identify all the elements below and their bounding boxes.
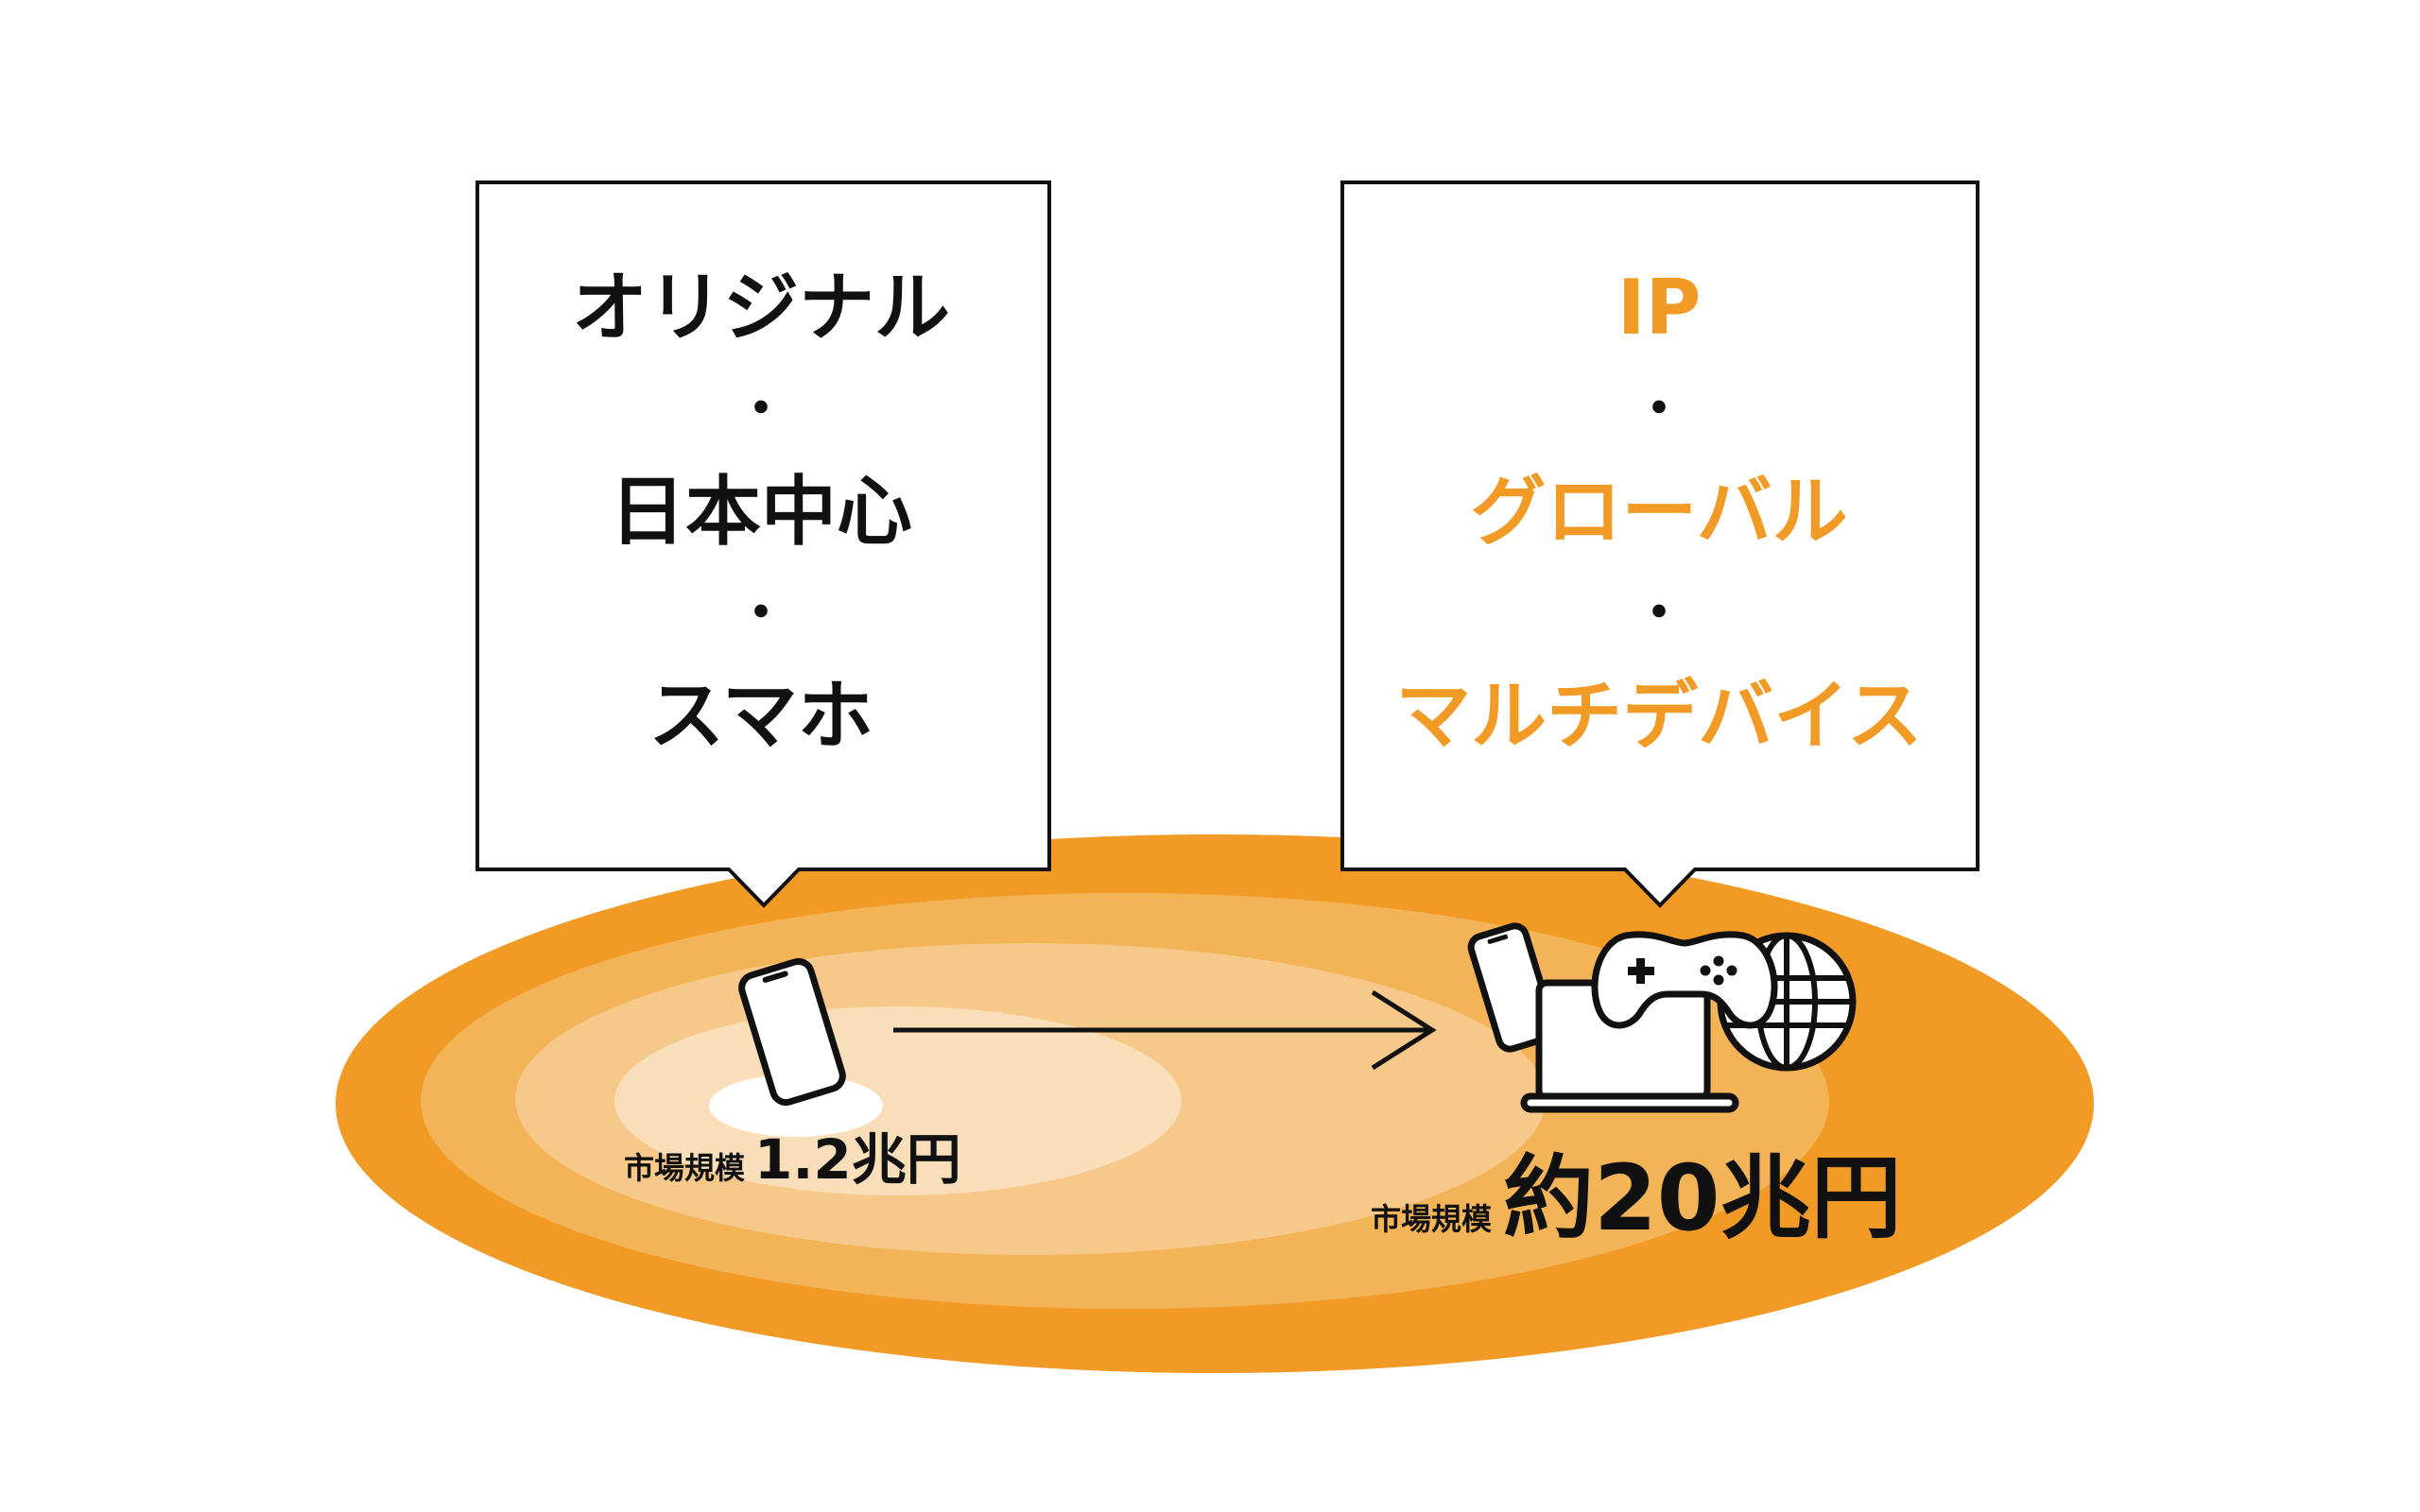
center-ellipse xyxy=(709,1074,883,1137)
left-market-label: 市場規模 xyxy=(624,1150,746,1186)
smartphone-icon xyxy=(738,957,846,1107)
right-separator-2: ・ xyxy=(1633,583,1685,644)
right-market-value: 約20兆円 xyxy=(1503,1145,1902,1251)
right-callout-text: IP ・ グローバル ・ マルチデバイス xyxy=(1342,257,1976,767)
gamepad-icon xyxy=(1591,931,1778,1029)
right-callout xyxy=(1340,180,1979,908)
device-cluster xyxy=(1467,922,1857,1113)
left-callout xyxy=(475,180,1051,908)
right-separator-1: ・ xyxy=(1633,379,1685,440)
left-callout-text: オリジナル ・ 日本中心 ・ スマホ xyxy=(477,257,1045,767)
arrow-right-icon xyxy=(893,989,1437,1071)
left-separator-1: ・ xyxy=(735,379,787,440)
right-market-label: 市場規模 xyxy=(1371,1201,1493,1237)
laptop-icon xyxy=(1520,979,1739,1113)
left-line-japan: 日本中心 xyxy=(610,468,912,556)
market-ellipses xyxy=(336,834,2094,1373)
right-market-size: 市場規模約20兆円 xyxy=(1371,1125,1902,1256)
smartphone-icon xyxy=(1467,922,1558,1053)
left-line-original: オリジナル xyxy=(572,264,950,352)
right-line-multidevice: マルチデバイス xyxy=(1395,672,1923,760)
ring-ellipse-3 xyxy=(614,1006,1182,1195)
left-separator-2: ・ xyxy=(735,583,787,644)
left-market-value: 1.2兆円 xyxy=(754,1127,961,1192)
left-line-smartphone: スマホ xyxy=(648,672,873,760)
right-line-ip: IP xyxy=(1616,264,1702,352)
right-line-global: グローバル xyxy=(1470,468,1848,556)
